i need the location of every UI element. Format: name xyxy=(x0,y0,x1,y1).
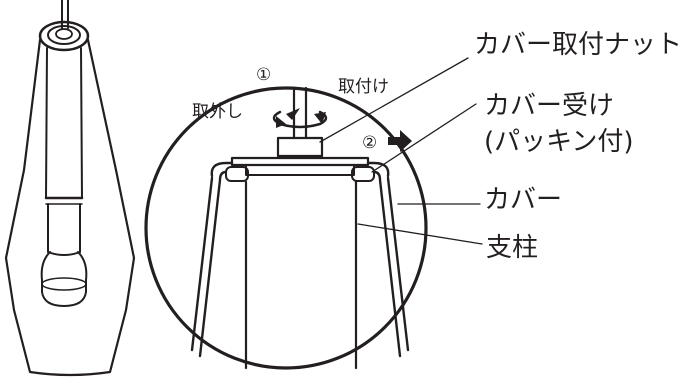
leader-lines xyxy=(319,57,483,245)
cover-seat-sub-label: (パッキン付) xyxy=(484,127,634,157)
cover-label: カバー xyxy=(484,185,562,215)
leader-cover-nut xyxy=(319,57,469,143)
cover-shell xyxy=(198,161,234,358)
attach-label: 取付け xyxy=(338,77,389,97)
bulb xyxy=(40,251,88,307)
rotation-arrow xyxy=(272,110,328,129)
cover-seat xyxy=(230,156,370,167)
detail-magnifier xyxy=(144,86,428,370)
leader-pillar xyxy=(357,223,483,245)
leader-cover-seat xyxy=(371,103,477,173)
inner-pillar xyxy=(45,47,83,199)
step2-arrow xyxy=(388,130,412,152)
top-cap xyxy=(38,20,90,52)
magnifier-circle xyxy=(144,86,428,370)
step1-marker: ① xyxy=(256,65,271,85)
cover-nut xyxy=(276,136,324,158)
cover-nut-label: カバー取付ナット xyxy=(474,30,682,60)
rotate-attach-arrowhead xyxy=(276,116,286,128)
pillar-label: 支柱 xyxy=(486,233,538,263)
cover-seat-label: カバー受け xyxy=(484,91,614,121)
remove-label: 取外し xyxy=(192,102,243,122)
fixture-overview xyxy=(4,0,136,377)
fixture-body xyxy=(4,38,136,377)
gasket-left xyxy=(225,166,249,182)
rotate-remove-arrowhead xyxy=(286,108,300,120)
step2-marker: ② xyxy=(362,133,377,153)
gasket-right xyxy=(351,166,375,182)
